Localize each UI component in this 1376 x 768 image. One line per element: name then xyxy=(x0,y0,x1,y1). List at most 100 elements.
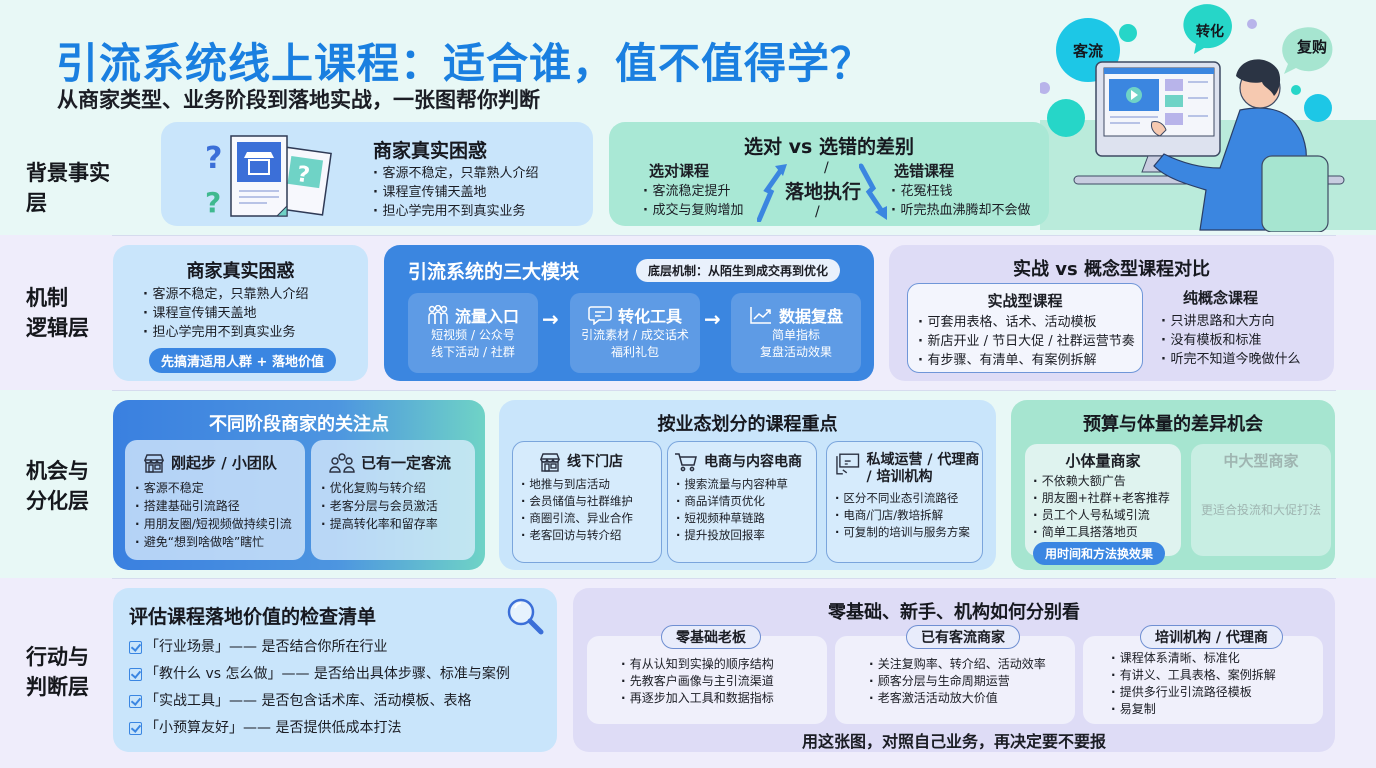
list-item: 有讲义、工具表格、案例拆解 xyxy=(1111,667,1276,684)
list-item: 提升投放回报率 xyxy=(676,527,816,544)
right-choice-title: 选对课程 xyxy=(649,162,710,180)
presentation-board-icon xyxy=(836,453,860,475)
card-title: 实战 vs 概念型课程对比 xyxy=(1013,259,1210,280)
audience-tag-established: 已有客流商家 xyxy=(906,625,1020,649)
card-three-modules: 引流系统的三大模块 底层机制：从陌生到成交再到优化 流量入口 短视频 / 公众号… xyxy=(384,245,874,381)
checklist-text: 「实战工具」—— 是否包含话术库、活动模板、表格 xyxy=(145,693,472,709)
mechanism-tag: 底层机制：从陌生到成交再到优化 xyxy=(636,259,841,282)
card-title: 商家真实困惑 xyxy=(373,140,488,162)
list-item: 短视频种草链路 xyxy=(676,510,816,527)
list-item: 听完热血沸腾却不会做 xyxy=(891,201,1030,220)
bullet-list: 只讲思路和大方向 没有模板和标准 听完不知道今晚做什么 xyxy=(1161,312,1300,369)
bullet-list: 关注复购率、转介绍、活动效率 顾客分层与生命周期运营 老客激活活动放大价值 xyxy=(869,656,1046,707)
list-item: 花冤枉钱 xyxy=(891,182,1030,201)
small-merchant-title: 小体量商家 xyxy=(1065,452,1141,470)
trend-up-arrow-icon xyxy=(757,164,787,222)
list-item: 提供多行业引流路径模板 xyxy=(1111,684,1276,701)
list-item: 会员储值与社群维护 xyxy=(521,493,661,510)
svg-text:?: ? xyxy=(205,141,222,176)
right-choice-list: 客流稳定提升 成交与复购增加 xyxy=(643,182,743,220)
audience-tag-institution: 培训机构 / 代理商 xyxy=(1140,625,1283,649)
stage-name: 刚起步 / 小团队 xyxy=(171,454,277,472)
checklist-item: 「小预算友好」—— 是否提供低成本打法 xyxy=(129,715,510,742)
bullet-list: 搜索流量与内容种草 商品详情页优化 短视频种草链路 提升投放回报率 xyxy=(676,476,816,544)
list-item: 搜索流量与内容种草 xyxy=(676,476,816,493)
card-title: 不同阶段商家的关注点 xyxy=(209,414,389,435)
group-icon xyxy=(329,452,355,473)
list-item: 先教客户画像与主引流渠道 xyxy=(621,673,774,690)
large-merchant-desc: 更适合投流和大促打法 xyxy=(1200,503,1321,517)
stage-established: 已有一定客流 优化复购与转介绍 老客分层与会员激活 提高转化率和留存率 xyxy=(311,440,475,560)
module-name: 数据复盘 xyxy=(778,307,843,326)
list-item: 老客回访与转介绍 xyxy=(521,527,661,544)
stage-name: 已有一定客流 xyxy=(361,454,452,472)
person-at-computer-illustration: 客流 转化 复购 xyxy=(1038,4,1376,233)
module-data-review: 数据复盘 简单指标 复盘活动效果 xyxy=(731,293,861,373)
highlight-pill: 用时间和方法换效果 xyxy=(1033,542,1166,565)
list-item: 课程宣传铺天盖地 xyxy=(373,183,538,202)
list-item: 提高转化率和留存率 xyxy=(321,515,475,533)
module-conversion-tools: 转化工具 引流素材 / 成交话术 福利礼包 xyxy=(570,293,700,373)
business-name: 私域运营 / 代理商 / 培训机构 xyxy=(866,452,980,485)
card-evaluation-checklist: 评估课程落地价值的检查清单 「行业场景」—— 是否结合你所在行业 「教什么 vs… xyxy=(113,588,557,752)
checklist-item: 「实战工具」—— 是否包含话术库、活动模板、表格 xyxy=(129,688,510,715)
practical-course-title: 实战型课程 xyxy=(987,292,1063,310)
card-audience-guide: 零基础、新手、机构如何分别看 有从认知到实操的顺序结构 先教客户画像与主引流渠道… xyxy=(573,588,1335,752)
list-item: 课程体系清晰、标准化 xyxy=(1111,650,1276,667)
module-name: 流量入口 xyxy=(454,307,519,326)
storefront-icon xyxy=(539,453,561,472)
list-item: 地推与到店活动 xyxy=(521,476,661,493)
card-title: 引流系统的三大模块 xyxy=(408,261,580,283)
layer-label-mechanism: 机制逻辑层 xyxy=(26,286,89,340)
checklist-text: 「行业场景」—— 是否结合你所在行业 xyxy=(145,639,388,655)
checklist-item: 「行业场景」—— 是否结合你所在行业 xyxy=(129,634,510,661)
list-item: 客源不稳定 xyxy=(135,479,305,497)
card-title: 评估课程落地价值的检查清单 xyxy=(129,606,377,628)
list-item: 课程宣传铺天盖地 xyxy=(143,304,308,323)
highlight-pill: 先搞清适用人群 + 落地价值 xyxy=(149,348,336,373)
wrong-choice-list: 花冤枉钱 听完热血沸腾却不会做 xyxy=(891,182,1030,220)
divider xyxy=(112,578,1336,579)
chat-bubble-icon xyxy=(588,306,612,325)
trend-down-arrow-icon xyxy=(859,163,887,220)
module-line: 线下活动 / 社群 xyxy=(431,345,515,359)
bullet-list: 有从认知到实操的顺序结构 先教客户画像与主引流渠道 再逐步加入工具和数据指标 xyxy=(621,656,774,707)
large-merchant-box: 中大型商家 更适合投流和大促打法 xyxy=(1191,444,1331,556)
people-icon xyxy=(428,305,448,324)
module-line: 福利礼包 xyxy=(610,345,659,359)
bullet-list: 区分不同业态引流路径 电商/门店/教培拆解 可复制的培训与服务方案 xyxy=(835,490,982,541)
business-private-domain: 私域运营 / 代理商 / 培训机构 区分不同业态引流路径 电商/门店/教培拆解 … xyxy=(826,441,983,563)
flow-arrow-icon: → xyxy=(704,307,721,331)
module-line: 短视频 / 公众号 xyxy=(431,328,515,342)
list-item: 避免“想到啥做啥”瞎忙 xyxy=(135,533,305,551)
business-ecommerce: 电商与内容电商 搜索流量与内容种草 商品详情页优化 短视频种草链路 提升投放回报… xyxy=(667,441,817,563)
list-item: 客流稳定提升 xyxy=(643,182,743,201)
practical-course-box: 实战型课程 可套用表格、话术、活动模板 新店开业 / 节日大促 / 社群运营节奏… xyxy=(907,283,1143,373)
magnifier-icon xyxy=(507,598,544,635)
bullet-list: 课程体系清晰、标准化 有讲义、工具表格、案例拆解 提供多行业引流路径模板 易复制 xyxy=(1111,650,1276,718)
list-item: 担心学完用不到真实业务 xyxy=(143,323,308,342)
list-item: 老客分层与会员激活 xyxy=(321,497,475,515)
list-item: 可复制的培训与服务方案 xyxy=(835,524,982,541)
checklist: 「行业场景」—— 是否结合你所在行业 「教什么 vs 怎么做」—— 是否给出具体… xyxy=(129,634,510,742)
list-item: 客源不稳定，只靠熟人介绍 xyxy=(143,285,308,304)
checkbox-checked-icon xyxy=(129,668,142,681)
list-item: 电商/门店/教培拆解 xyxy=(835,507,982,524)
checkbox-checked-icon xyxy=(129,695,142,708)
list-item: 听完不知道今晚做什么 xyxy=(1161,350,1300,369)
business-name: 电商与内容电商 xyxy=(704,453,802,470)
module-name: 转化工具 xyxy=(617,307,682,326)
checkbox-checked-icon xyxy=(129,641,142,654)
card-title: 零基础、新手、机构如何分别看 xyxy=(828,602,1080,623)
card-practical-vs-concept: 实战 vs 概念型课程对比 实战型课程 可套用表格、话术、活动模板 新店开业 /… xyxy=(889,245,1334,381)
module-line: 复盘活动效果 xyxy=(759,345,832,359)
flow-arrow-icon: → xyxy=(542,307,559,331)
list-item: 搭建基础引流路径 xyxy=(135,497,305,515)
wrong-choice-title: 选错课程 xyxy=(894,162,955,180)
shopping-cart-icon xyxy=(675,453,697,472)
bullet-list: 客源不稳定，只靠熟人介绍 课程宣传铺天盖地 担心学完用不到真实业务 xyxy=(373,164,538,221)
card-business-type-focus: 按业态划分的课程重点 线下门店 地推与到店活动 会员储值与社群维护 商圈引流、异… xyxy=(499,400,996,570)
document-question-icon: ? ? ? xyxy=(205,135,332,219)
card-budget-scale: 预算与体量的差异机会 小体量商家 不依赖大额广告 朋友圈+社群+老客推荐 员工个… xyxy=(1011,400,1335,570)
stage-startup: 刚起步 / 小团队 客源不稳定 搭建基础引流路径 用朋友圈/短视频做持续引流 避… xyxy=(125,440,305,560)
